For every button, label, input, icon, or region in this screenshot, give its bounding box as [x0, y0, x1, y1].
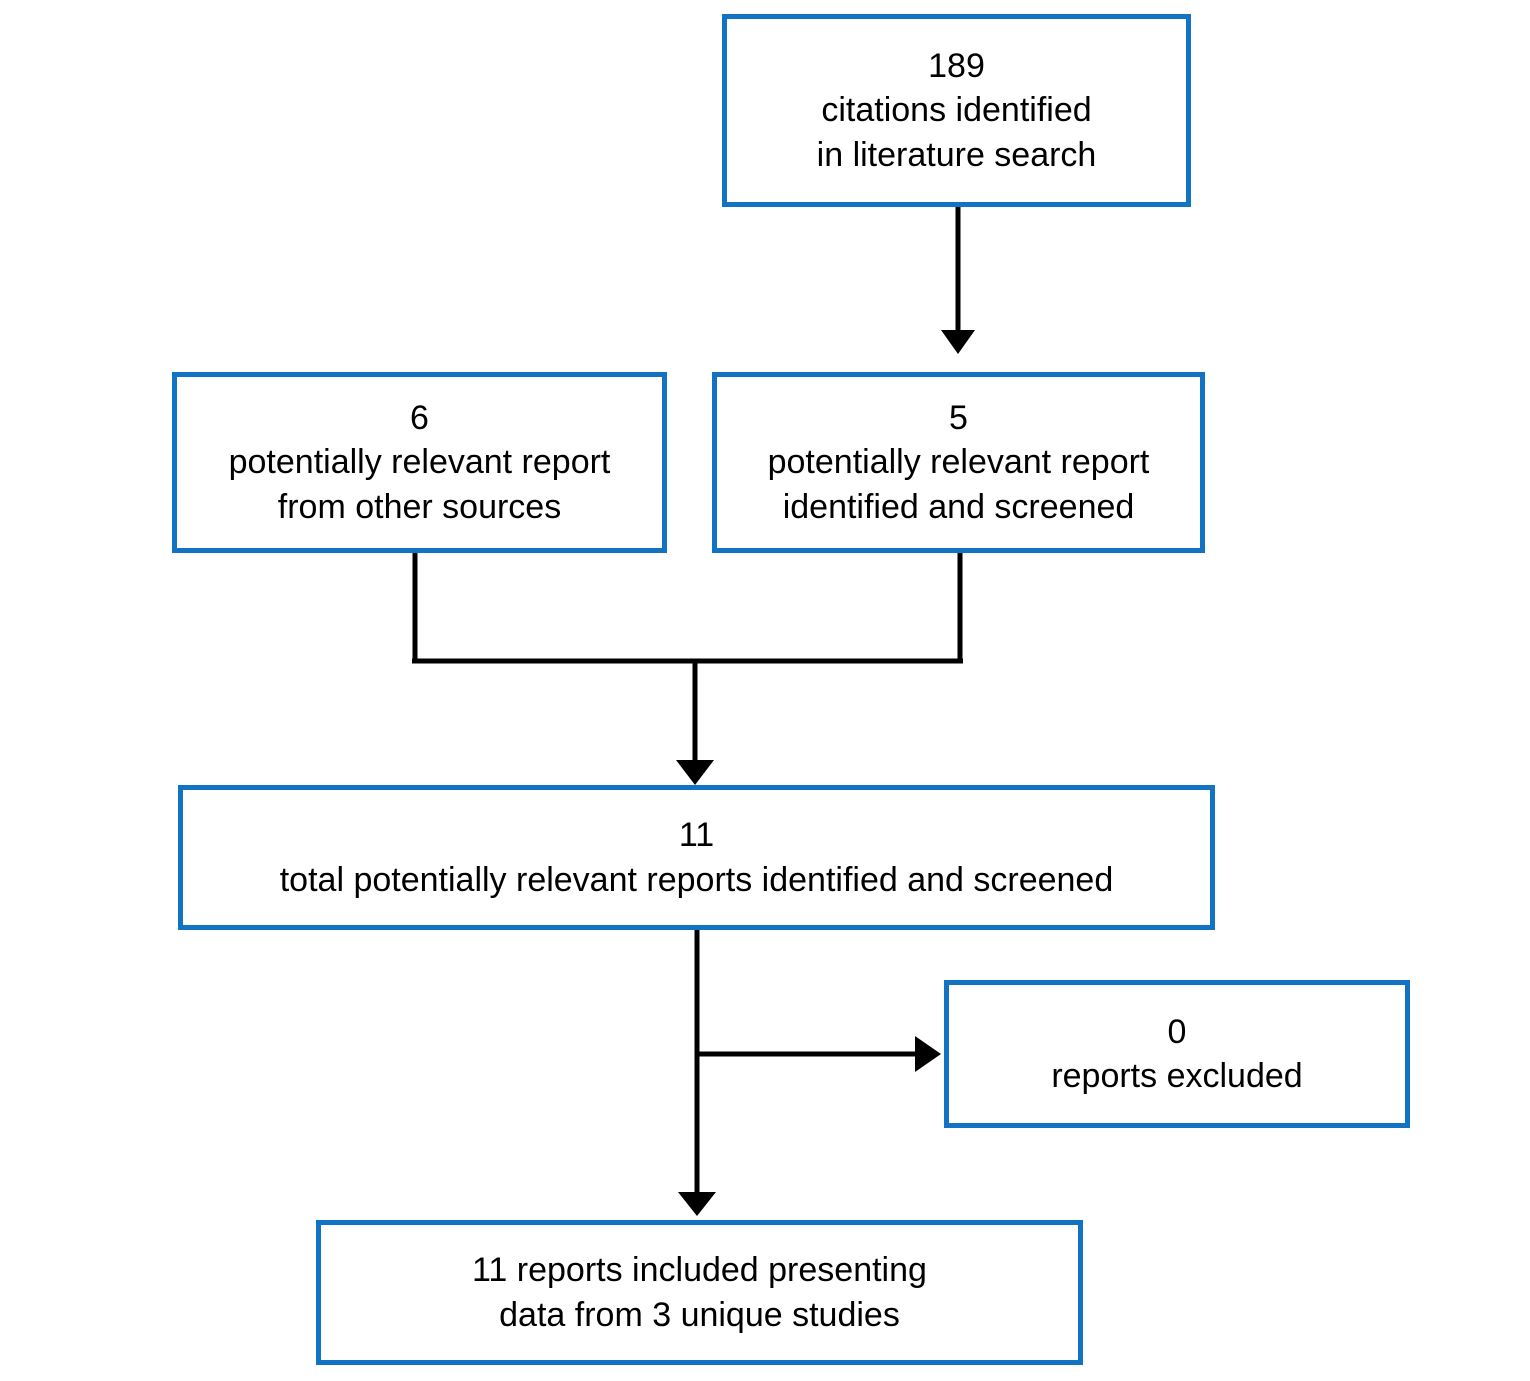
box-citations-identified-line-2: citations identified — [821, 91, 1092, 130]
box-reports-from-other-sources-line-3: from other sources — [277, 487, 562, 526]
box-reports-identified-and-screened-line-2: potentially relevant report — [767, 443, 1150, 482]
box-reports-excluded-line-2: reports excluded — [1051, 1057, 1303, 1095]
box-citations-identified-line-1: 189 — [928, 47, 985, 86]
box-reports-identified-and-screened-line-3: identified and screened — [782, 487, 1135, 526]
box-total-reports-screened-line-1: 11 — [678, 816, 715, 855]
box-reports-from-other-sources-line-2: potentially relevant report — [228, 443, 611, 482]
box-reports-excluded: 0 reports excluded — [944, 980, 1410, 1128]
connector-total-to-included — [678, 930, 716, 1216]
box-reports-excluded-line-1: 0 — [1167, 1012, 1187, 1051]
box-reports-identified-and-screened-line-1: 5 — [949, 399, 968, 438]
box-citations-identified: 189 citations identified in literature s… — [722, 14, 1191, 207]
box-total-reports-screened-line-2: total potentially relevant reports ident… — [279, 860, 1114, 899]
box-total-reports-screened: 11 total potentially relevant reports id… — [178, 785, 1215, 930]
connector-identified-to-screened — [941, 207, 975, 354]
box-citations-identified-line-3: in literature search — [816, 135, 1097, 174]
connector-total-to-excluded — [697, 1036, 941, 1072]
box-reports-included-line-1: 11 reports included presenting — [472, 1251, 927, 1290]
box-reports-identified-and-screened: 5 potentially relevant report identified… — [712, 372, 1205, 553]
box-reports-from-other-sources: 6 potentially relevant report from other… — [172, 372, 667, 553]
box-reports-from-other-sources-line-1: 6 — [410, 399, 429, 438]
box-reports-included: 11 reports included presenting data from… — [316, 1220, 1083, 1365]
connector-merge-to-total — [412, 553, 963, 785]
box-reports-included-line-2: data from 3 unique studies — [499, 1295, 900, 1334]
